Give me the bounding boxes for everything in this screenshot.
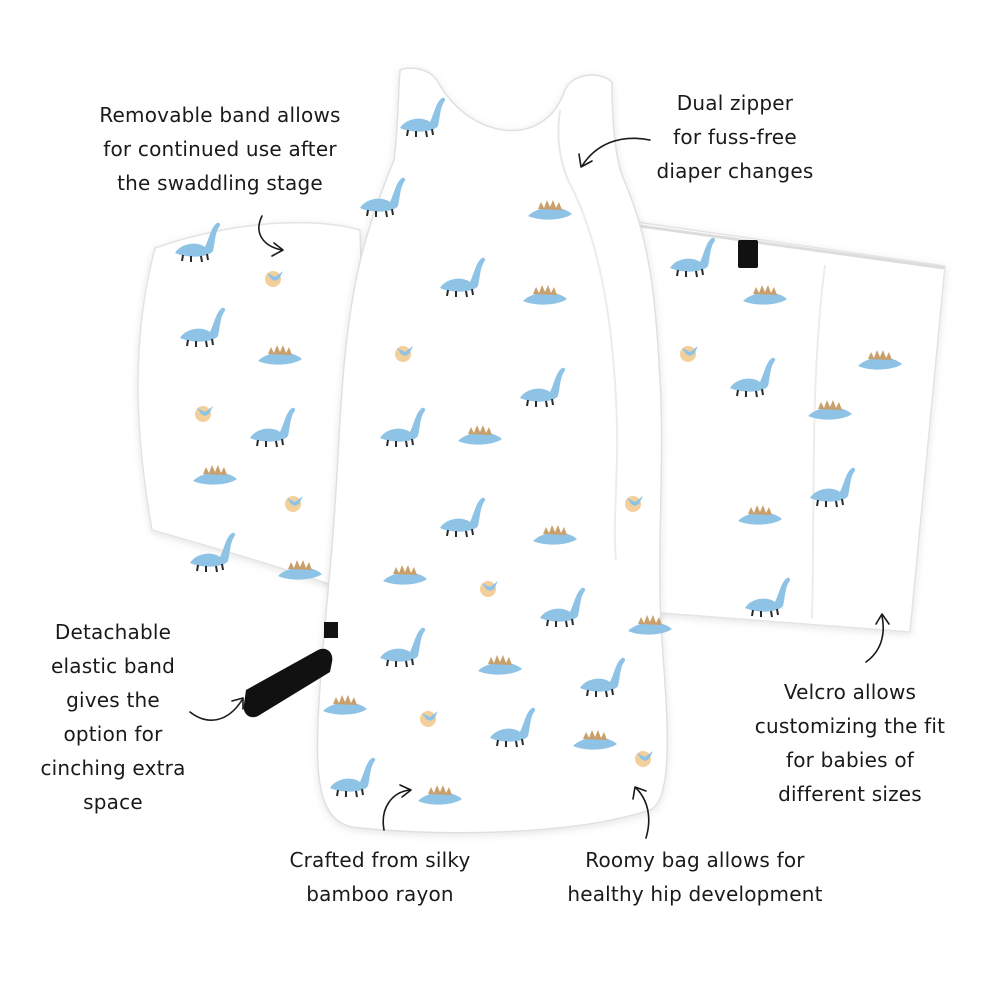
brachiosaurus-motif bbox=[330, 757, 376, 798]
callout-line: Detachable bbox=[54, 620, 172, 644]
callout-line: bamboo rayon bbox=[306, 882, 454, 906]
brachiosaurus-motif bbox=[190, 532, 236, 573]
pterodactyl-motif bbox=[680, 346, 698, 362]
stegosaurus-motif bbox=[628, 615, 672, 635]
brachiosaurus-motif bbox=[175, 222, 221, 263]
callout-line: for babies of bbox=[785, 748, 915, 772]
callout-line: for continued use after bbox=[103, 137, 337, 161]
arrow-removable-band bbox=[258, 215, 284, 257]
callout-line: for fuss-free bbox=[673, 125, 797, 149]
callout-removable-band: Removable band allows for continued use … bbox=[70, 98, 370, 200]
pterodactyl-motif bbox=[285, 496, 303, 512]
right-swaddle-wing bbox=[619, 221, 946, 633]
arrow-elastic-band bbox=[189, 697, 244, 721]
stegosaurus-motif bbox=[738, 505, 782, 525]
pterodactyl-motif bbox=[635, 751, 653, 767]
stegosaurus-motif bbox=[323, 695, 367, 715]
callout-line: the swaddling stage bbox=[117, 171, 323, 195]
arrow-roomy-bag bbox=[632, 786, 650, 839]
brachiosaurus-motif bbox=[520, 367, 566, 408]
brachiosaurus-motif bbox=[380, 407, 426, 448]
stegosaurus-motif bbox=[278, 560, 322, 580]
callout-crafted: Crafted from silky bamboo rayon bbox=[255, 843, 505, 911]
left-swaddle-wing bbox=[137, 221, 373, 602]
stegosaurus-motif bbox=[808, 400, 852, 420]
callout-line: cinching extra bbox=[40, 756, 186, 780]
brachiosaurus-motif bbox=[440, 257, 486, 298]
dinosaur-print bbox=[175, 97, 902, 805]
callout-dual-zipper: Dual zipper for fuss-free diaper changes bbox=[630, 86, 840, 188]
brachiosaurus-motif bbox=[540, 587, 586, 628]
brachiosaurus-motif bbox=[380, 627, 426, 668]
callout-line: Dual zipper bbox=[676, 91, 794, 115]
callout-line: Velcro allows bbox=[783, 680, 917, 704]
callout-line: elastic band bbox=[50, 654, 175, 678]
brachiosaurus-motif bbox=[745, 577, 791, 618]
callout-line: customizing the fit bbox=[754, 714, 946, 738]
callout-velcro: Velcro allows customizing the fit for ba… bbox=[725, 675, 975, 811]
callout-roomy-bag: Roomy bag allows for healthy hip develop… bbox=[545, 843, 845, 911]
sleep-sack-body bbox=[316, 67, 668, 834]
stegosaurus-motif bbox=[258, 345, 302, 365]
brachiosaurus-motif bbox=[580, 657, 626, 698]
pterodactyl-motif bbox=[195, 406, 213, 422]
stegosaurus-motif bbox=[193, 465, 237, 485]
stegosaurus-motif bbox=[458, 425, 502, 445]
callout-line: diaper changes bbox=[656, 159, 814, 183]
stegosaurus-motif bbox=[523, 285, 567, 305]
callout-line: Roomy bag allows for bbox=[585, 848, 805, 872]
pterodactyl-motif bbox=[395, 346, 413, 362]
callout-line: Crafted from silky bbox=[289, 848, 471, 872]
stegosaurus-motif bbox=[743, 285, 787, 305]
stegosaurus-motif bbox=[383, 565, 427, 585]
brachiosaurus-motif bbox=[360, 177, 406, 218]
callout-detachable-band: Detachable elastic band gives the option… bbox=[28, 615, 198, 819]
brachiosaurus-motif bbox=[730, 357, 776, 398]
callout-line: space bbox=[83, 790, 143, 814]
callout-line: healthy hip development bbox=[567, 882, 823, 906]
callout-line: option for bbox=[63, 722, 163, 746]
brachiosaurus-motif bbox=[250, 407, 296, 448]
callout-line: gives the bbox=[66, 688, 160, 712]
brachiosaurus-motif bbox=[180, 307, 226, 348]
brachiosaurus-motif bbox=[400, 97, 446, 138]
stegosaurus-motif bbox=[528, 200, 572, 220]
pterodactyl-motif bbox=[480, 581, 498, 597]
arrow-crafted bbox=[382, 784, 412, 831]
stegosaurus-motif bbox=[858, 350, 902, 370]
band-tag bbox=[324, 622, 338, 638]
brachiosaurus-motif bbox=[670, 237, 716, 278]
stegosaurus-motif bbox=[418, 785, 462, 805]
brachiosaurus-motif bbox=[440, 497, 486, 538]
stegosaurus-motif bbox=[478, 655, 522, 675]
stegosaurus-motif bbox=[573, 730, 617, 750]
pterodactyl-motif bbox=[625, 496, 643, 512]
brachiosaurus-motif bbox=[490, 707, 536, 748]
pterodactyl-motif bbox=[265, 271, 283, 287]
velcro-tab bbox=[738, 240, 758, 268]
callout-line: different sizes bbox=[778, 782, 922, 806]
arrow-dual-zipper bbox=[578, 137, 651, 168]
callout-line: Removable band allows bbox=[99, 103, 341, 127]
brachiosaurus-motif bbox=[810, 467, 856, 508]
stegosaurus-motif bbox=[533, 525, 577, 545]
elastic-band bbox=[243, 648, 333, 718]
pterodactyl-motif bbox=[420, 711, 438, 727]
arrow-velcro bbox=[865, 613, 890, 663]
